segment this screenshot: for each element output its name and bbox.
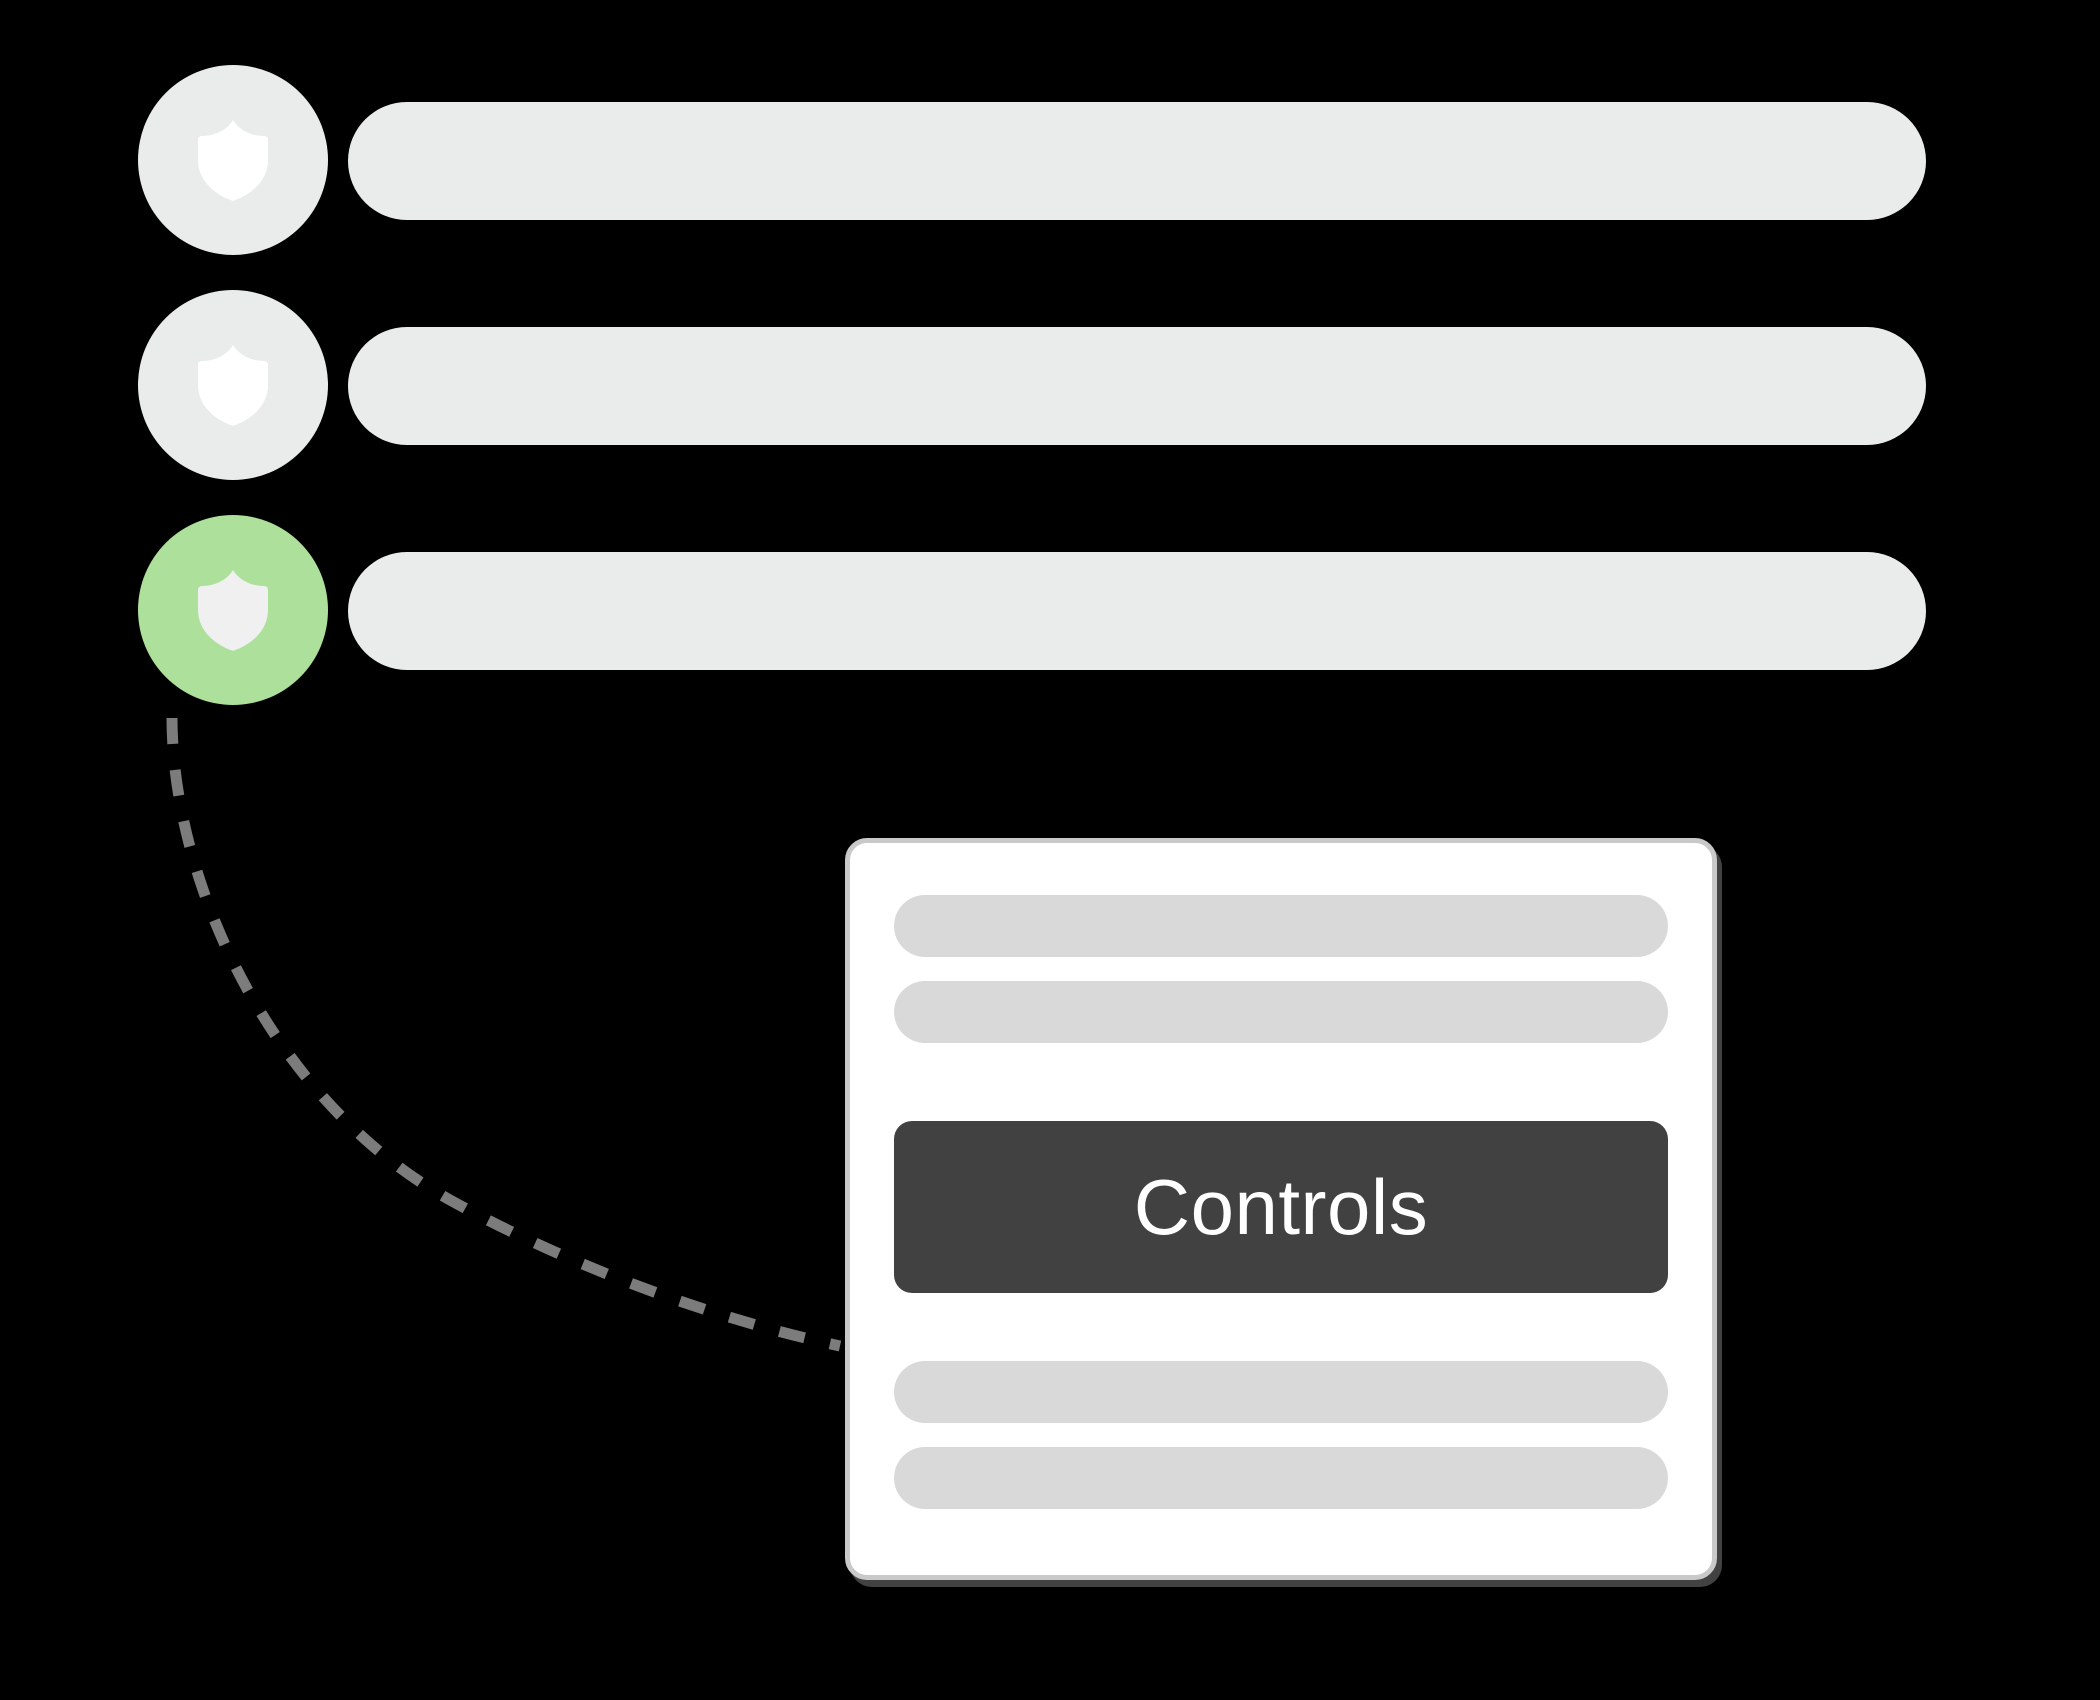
- list-item-1-avatar[interactable]: [138, 65, 328, 255]
- list-item-2-avatar[interactable]: [138, 290, 328, 480]
- shield-icon: [196, 118, 270, 202]
- list-item[interactable]: [0, 290, 2100, 480]
- controls-button-label: Controls: [1133, 1163, 1429, 1251]
- dashed-connector-line: [166, 717, 842, 1352]
- list-item[interactable]: [0, 65, 2100, 255]
- shield-icon: [196, 568, 270, 652]
- controls-button[interactable]: Controls: [894, 1121, 1668, 1293]
- list-item-3-placeholder-bar: [348, 552, 1926, 670]
- card-skeleton-row: [894, 1447, 1668, 1509]
- list-item-3-avatar[interactable]: [138, 515, 328, 705]
- card-skeleton-row: [894, 1361, 1668, 1423]
- popup-card-body: Controls: [894, 889, 1668, 1529]
- list-item-2-placeholder-bar: [348, 327, 1926, 445]
- list-item[interactable]: [0, 515, 2100, 705]
- card-skeleton-row: [894, 981, 1668, 1043]
- card-skeleton-row: [894, 895, 1668, 957]
- list-item-1-placeholder-bar: [348, 102, 1926, 220]
- shield-icon: [196, 343, 270, 427]
- popup-card: Controls: [845, 838, 1717, 1580]
